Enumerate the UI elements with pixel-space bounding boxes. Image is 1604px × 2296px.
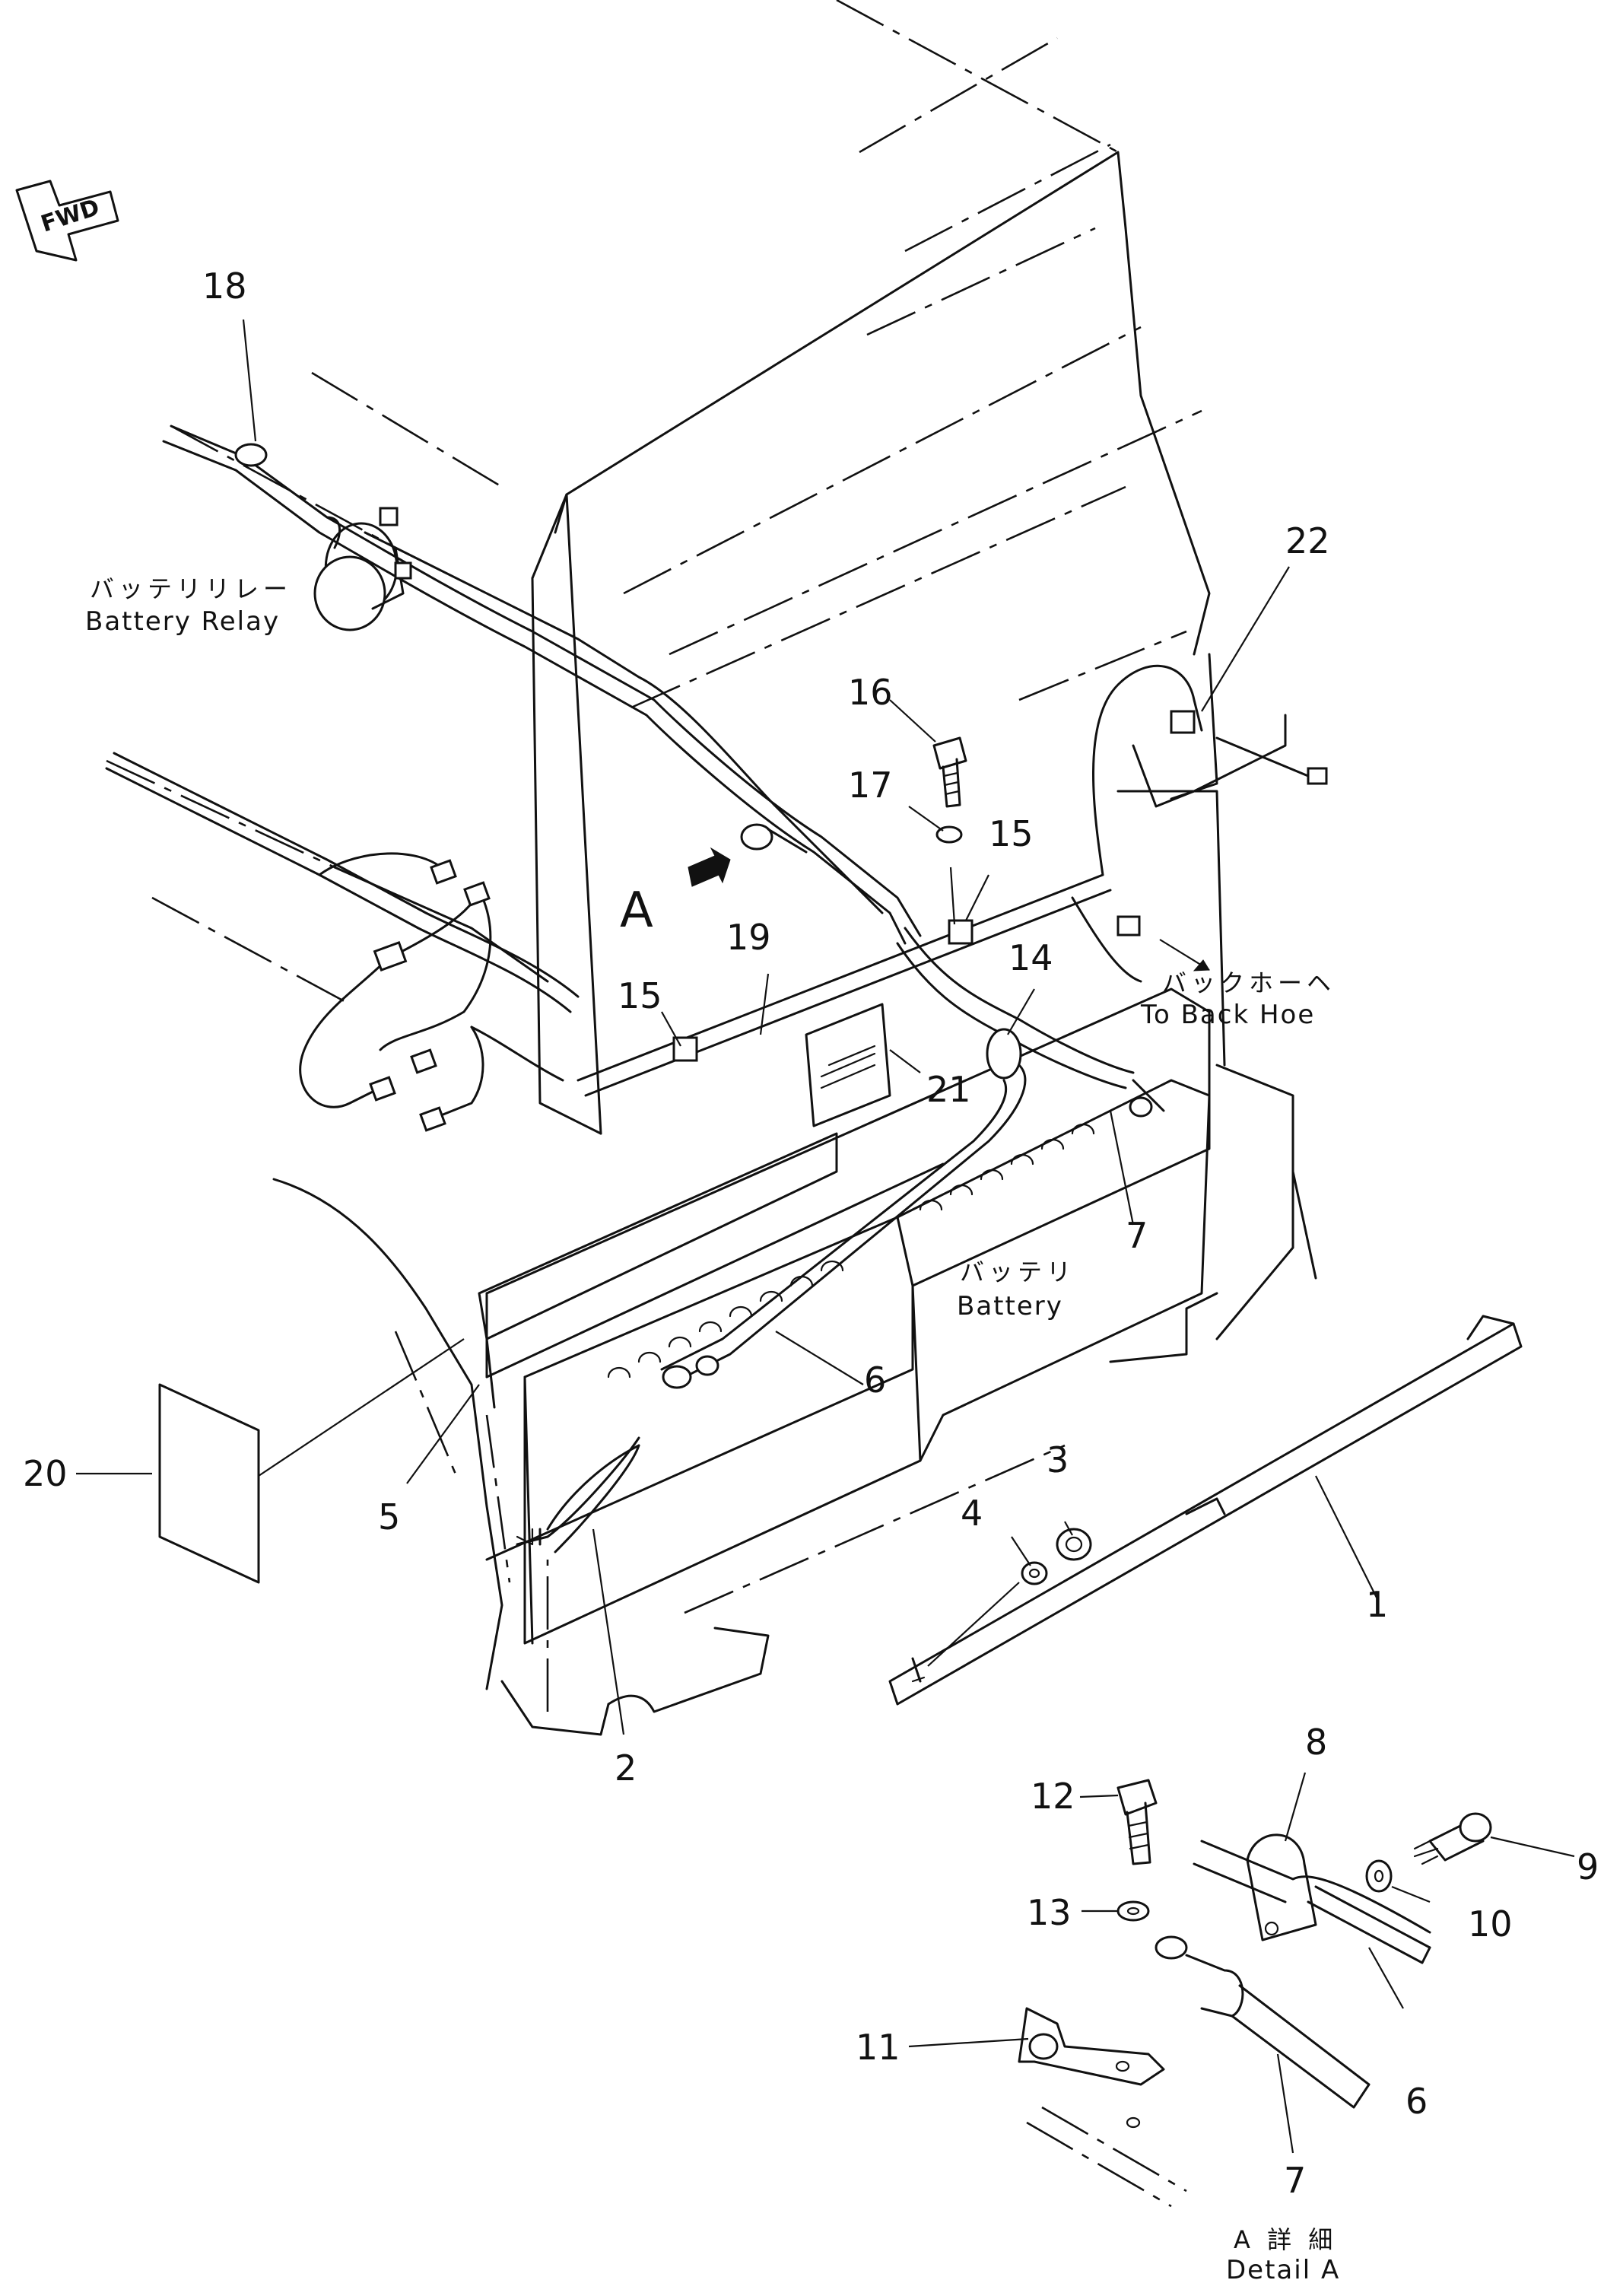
callout-19: 19	[726, 917, 771, 958]
decal-part-20	[158, 1383, 260, 1584]
callout-1: 1	[1366, 1584, 1388, 1625]
clamp-part-8	[1193, 1833, 1431, 1964]
callout-16: 16	[848, 672, 893, 713]
callouts: 1 2 3 4 5 6 6 7 7 8 9 10 11 12 13 14 15 …	[23, 266, 1599, 2201]
callout-5: 5	[378, 1496, 400, 1538]
caution-plate-part-21	[805, 1003, 891, 1127]
washer-part-4	[1021, 1561, 1048, 1585]
detail-a-jp-label: A 詳 細	[1234, 2225, 1337, 2254]
battery-rear	[896, 1079, 1211, 1462]
cable-part-6-7	[516, 927, 1165, 1553]
battery-jp-label: バッテリ	[960, 1258, 1075, 1286]
insulating-board-part-5	[478, 1132, 838, 1409]
battery-relay-en-label: Battery Relay	[85, 606, 280, 637]
rod-part-2	[516, 1444, 640, 1546]
machine-body-outline	[106, 0, 1317, 1736]
washer-part-13	[1116, 1900, 1150, 1922]
callout-7: 7	[1126, 1215, 1148, 1256]
protective-tube-part-19	[576, 664, 1203, 1097]
callout-3: 3	[1047, 1439, 1069, 1480]
callout-15-left: 15	[618, 975, 662, 1016]
callout-11: 11	[856, 2027, 900, 2068]
back-hoe-jp-label: バックホーヘ	[1162, 968, 1336, 997]
connector-part-22	[1116, 710, 1328, 937]
callout-2: 2	[615, 1747, 637, 1789]
bracket-part-11	[1018, 2007, 1165, 2086]
leader-lines	[76, 319, 1575, 2154]
callout-14: 14	[1008, 937, 1053, 978]
nut-part-3	[1056, 1528, 1092, 1561]
bolt-part-16	[932, 736, 967, 808]
callout-4: 4	[961, 1493, 983, 1534]
detail-a-frame	[1026, 2106, 1187, 2208]
callout-18: 18	[202, 266, 247, 307]
view-letter-a: A	[620, 882, 653, 939]
battery-relay	[162, 425, 922, 945]
callout-7-detail: 7	[1284, 2160, 1306, 2201]
callout-9: 9	[1577, 1846, 1599, 1887]
callout-22: 22	[1285, 520, 1330, 561]
cable-terminal-part-7	[1155, 1935, 1371, 2109]
fwd-label: FWD	[38, 194, 103, 238]
view-arrow-icon	[688, 847, 731, 887]
callout-13: 13	[1027, 1892, 1072, 1933]
back-hoe-en-label: To Back Hoe	[1140, 1000, 1315, 1030]
callout-21: 21	[926, 1069, 971, 1110]
callout-10: 10	[1468, 1903, 1513, 1945]
callout-20: 20	[23, 1453, 68, 1494]
battery-front	[523, 1216, 922, 1645]
bolt-part-12	[1116, 1779, 1158, 1865]
bolt-part-9	[1413, 1812, 1492, 1865]
battery-relay-jp-label: バッテリリレー	[90, 574, 292, 603]
callout-12: 12	[1031, 1776, 1075, 1817]
washer-part-10	[1365, 1859, 1393, 1893]
hold-down-bar-part-1	[888, 1315, 1523, 1706]
wiring-harness	[105, 752, 580, 1132]
battery-en-label: Battery	[957, 1291, 1063, 1321]
detail-a-en-label: Detail A	[1226, 2255, 1340, 2285]
callout-15-right: 15	[989, 813, 1034, 854]
callout-17: 17	[848, 765, 893, 806]
callout-6: 6	[864, 1359, 886, 1401]
fwd-arrow-icon: FWD	[15, 180, 119, 262]
callout-6-detail: 6	[1405, 2081, 1428, 2122]
callout-8: 8	[1305, 1722, 1327, 1763]
view-a-tip-icon	[740, 823, 808, 854]
